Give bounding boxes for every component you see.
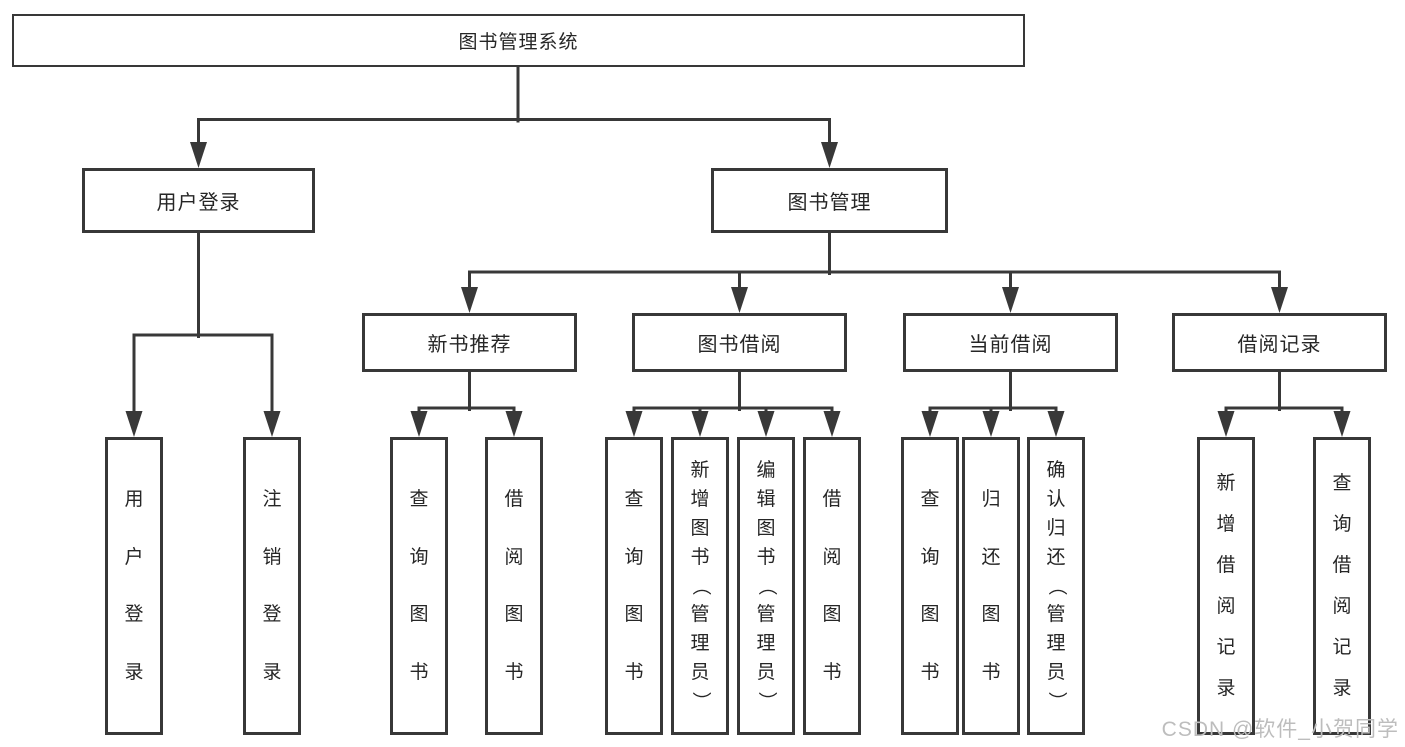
leaf-confirm-return-admin: 确认归还（管理员） — [1027, 437, 1085, 735]
leaf-add-books-admin-label: 新增图书（管理员） — [689, 460, 711, 711]
leaf-query-borrow-record: 查询借阅记录 — [1313, 437, 1371, 735]
node-book-borrowing: 图书借阅 — [632, 313, 847, 372]
leaf-user-login: 用户登录 — [105, 437, 163, 735]
node-borrowing-records: 借阅记录 — [1172, 313, 1387, 372]
leaf-recommend-borrow-books: 借阅图书 — [485, 437, 543, 735]
node-new-book-recommendation-label: 新书推荐 — [427, 334, 512, 356]
leaf-logout: 注销登录 — [243, 437, 301, 735]
node-user-login: 用户登录 — [82, 168, 315, 233]
leaf-edit-books-admin-label: 编辑图书（管理员） — [755, 460, 777, 711]
node-book-management: 图书管理 — [711, 168, 948, 233]
leaf-current-query-books-label: 查询图书 — [920, 489, 940, 683]
node-current-borrowing: 当前借阅 — [903, 313, 1118, 372]
leaf-confirm-return-admin-label: 确认归还（管理员） — [1045, 460, 1067, 711]
leaf-logout-label: 注销登录 — [262, 489, 282, 683]
leaf-current-query-books: 查询图书 — [901, 437, 959, 735]
leaf-edit-books-admin: 编辑图书（管理员） — [737, 437, 795, 735]
leaf-borrow-query-books-label: 查询图书 — [624, 489, 644, 683]
node-borrowing-records-label: 借阅记录 — [1237, 334, 1322, 356]
node-root: 图书管理系统 — [12, 14, 1025, 67]
node-root-label: 图书管理系统 — [458, 32, 579, 53]
leaf-add-borrow-record-label: 新增借阅记录 — [1216, 472, 1236, 700]
leaf-recommend-borrow-books-label: 借阅图书 — [504, 489, 524, 683]
arrowheads — [125, 142, 1351, 437]
node-book-borrowing-label: 图书借阅 — [697, 334, 782, 356]
node-new-book-recommendation: 新书推荐 — [362, 313, 577, 372]
leaf-recommend-query-books-label: 查询图书 — [409, 489, 429, 683]
leaf-user-login-label: 用户登录 — [124, 489, 144, 683]
leaf-borrow-query-books: 查询图书 — [605, 437, 663, 735]
node-current-borrowing-label: 当前借阅 — [968, 334, 1053, 356]
leaf-return-books: 归还图书 — [962, 437, 1020, 735]
node-book-management-label: 图书管理 — [787, 192, 872, 214]
leaf-query-borrow-record-label: 查询借阅记录 — [1332, 472, 1352, 700]
leaf-return-books-label: 归还图书 — [981, 489, 1001, 683]
leaf-add-borrow-record: 新增借阅记录 — [1197, 437, 1255, 735]
leaf-borrow-books-label: 借阅图书 — [822, 489, 842, 683]
leaf-add-books-admin: 新增图书（管理员） — [671, 437, 729, 735]
csdn-watermark: CSDN @软件_小贺同学 — [1161, 718, 1399, 741]
leaf-recommend-query-books: 查询图书 — [390, 437, 448, 735]
leaf-borrow-books: 借阅图书 — [803, 437, 861, 735]
node-user-login-label: 用户登录 — [156, 192, 241, 214]
